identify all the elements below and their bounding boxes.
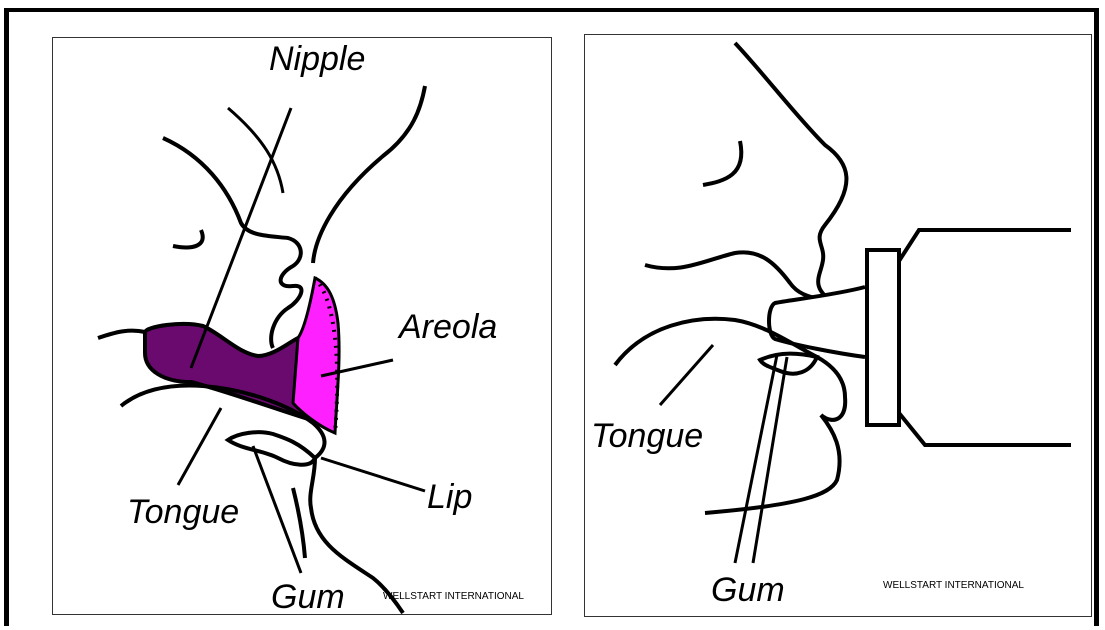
breast-outline [313, 86, 425, 263]
tongue-leader [178, 408, 221, 485]
bottle-body [899, 230, 1071, 445]
bottle-collar [867, 250, 899, 425]
areola-shape [293, 278, 339, 433]
lip-leader [321, 458, 425, 491]
face-outline [735, 43, 846, 300]
label-lip: Lip [427, 478, 472, 516]
credit-text: WELLSTART INTERNATIONAL [883, 580, 1024, 591]
bottle-feeding-illustration: Tongue Gum WELLSTART INTERNATIONAL [585, 35, 1091, 616]
cheek-outline [98, 331, 145, 338]
breastfeeding-diagram-panel: Nipple Areola Tongue Lip Gum WELLSTART I… [52, 37, 552, 615]
label-tongue: Tongue [591, 417, 703, 455]
gum-shape [760, 354, 817, 374]
tongue-leader [660, 345, 713, 405]
face-outline [163, 138, 301, 348]
label-gum: Gum [711, 571, 785, 609]
chin-line [293, 488, 305, 558]
label-areola: Areola [397, 308, 497, 346]
cheek-outline [645, 252, 825, 300]
bottle-feeding-diagram-panel: Tongue Gum WELLSTART INTERNATIONAL [584, 34, 1092, 617]
credit-text: WELLSTART INTERNATIONAL [383, 591, 524, 602]
chin-line [705, 415, 840, 513]
eye-line [703, 141, 741, 185]
label-tongue: Tongue [127, 493, 239, 531]
breastfeeding-illustration: Nipple Areola Tongue Lip Gum WELLSTART I… [53, 38, 551, 614]
bottle-teat [769, 287, 865, 357]
eye-line [173, 230, 203, 247]
gum-shape [228, 432, 315, 465]
label-gum: Gum [271, 578, 345, 614]
label-nipple: Nipple [269, 40, 365, 78]
